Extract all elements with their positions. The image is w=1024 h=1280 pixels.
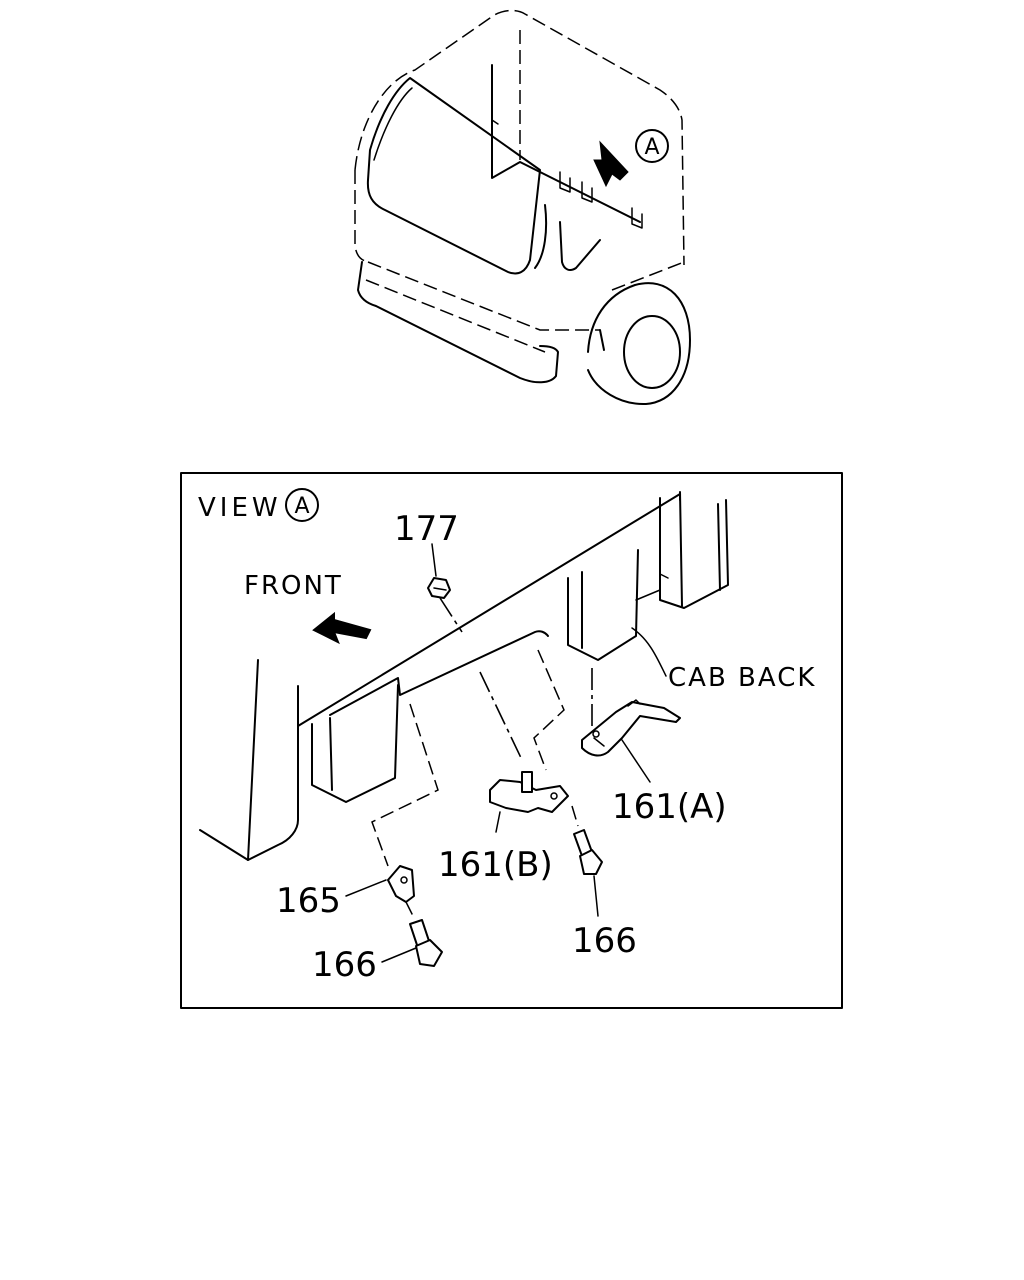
callout-161a: 161(A) (612, 787, 727, 827)
leader-161a (621, 739, 651, 783)
routing-165-b (405, 901, 415, 919)
top-view-marker: A (644, 135, 659, 160)
routing-161b (533, 649, 565, 771)
cab-back-structure (199, 491, 729, 861)
routing-165 (371, 703, 439, 867)
cab-back-leader (631, 627, 667, 677)
routing-161b-2 (571, 805, 579, 827)
part-166-left-bolt (409, 919, 443, 967)
view-marker-circle (285, 488, 319, 522)
centerline-177-b (479, 671, 523, 761)
part-161b-bracket (489, 771, 569, 813)
part-166-right-bolt (573, 829, 603, 875)
callout-177: 177 (394, 509, 459, 549)
leader-166-right (593, 875, 599, 917)
leader-165 (345, 879, 387, 897)
view-label: VIEW (198, 493, 282, 523)
centerline-177 (439, 597, 463, 633)
callout-166-left: 166 (312, 945, 377, 985)
part-177-nut (427, 577, 451, 599)
leader-161b (495, 811, 501, 833)
cab-overview: A (354, 9, 691, 406)
callout-165: 165 (276, 881, 341, 921)
leader-166-left (381, 947, 417, 963)
leader-177 (431, 543, 437, 577)
cab-back-label: CAB BACK (668, 663, 816, 693)
part-161a-bracket (581, 699, 681, 757)
callout-161b: 161(B) (438, 845, 553, 885)
front-label: FRONT (244, 571, 343, 601)
callout-166-right: 166 (572, 921, 637, 961)
view-marker: A (294, 494, 309, 519)
part-165-clip (387, 865, 415, 903)
view-a-frame (180, 472, 843, 1009)
front-arrow-icon (312, 611, 372, 645)
